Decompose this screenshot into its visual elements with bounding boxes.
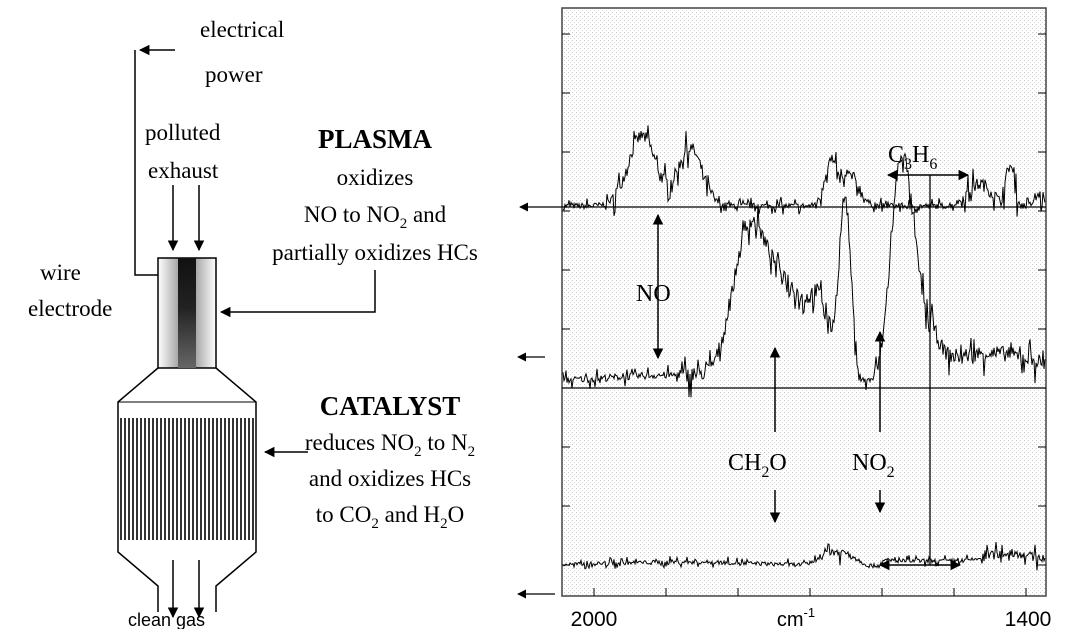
x-ticks [593, 588, 1027, 596]
plasma-callout-line [265, 270, 376, 313]
reactor-schematic: electrical power polluted exhaust wire e… [28, 17, 376, 629]
label-no: NO [636, 281, 671, 307]
exhaust-label-1: polluted [145, 120, 221, 145]
spectrum-trace-middle [562, 152, 1046, 398]
spectra-panel: C3H6 NO CH2O NO2 2000 1400 cm-1 [517, 7, 1052, 629]
plasma-line-3: partially oxidizes HCs [272, 240, 478, 265]
exhaust-label-2: exhaust [148, 158, 219, 183]
label-no2: NO2 [852, 450, 895, 481]
process-descriptions: PLASMA oxidizes NO to NO2 and partially … [272, 124, 478, 532]
catalyst-line-1: reduces NO2 to N2 [305, 430, 475, 460]
wire-label-2: electrode [28, 296, 112, 321]
plasma-line-2: NO to NO2 and [304, 202, 447, 232]
spectra-background [561, 7, 1047, 597]
power-label-2: power [205, 62, 263, 87]
wire-label-1: wire [40, 260, 81, 285]
plasma-title: PLASMA [318, 124, 433, 154]
catalyst-line-3: to CO2 and H2O [316, 502, 465, 532]
plasma-line-1: oxidizes [337, 165, 414, 190]
x-axis-unit: cm-1 [777, 605, 815, 629]
power-label-1: electrical [200, 17, 284, 42]
label-c3h6: C3H6 [888, 142, 937, 173]
catalyst-housing [117, 367, 257, 612]
x-tick-1400: 1400 [1005, 608, 1052, 629]
catalyst-title: CATALYST [320, 391, 461, 421]
spectrum-trace-bottom [562, 542, 1046, 571]
clean-gas-label: clean gas [128, 610, 205, 629]
spectrum-trace-top [562, 125, 1046, 217]
wire-electrode [178, 258, 196, 368]
y-ticks [562, 33, 1046, 566]
x-tick-2000: 2000 [571, 608, 618, 629]
catalyst-monolith [120, 418, 254, 540]
label-ch2o: CH2O [728, 450, 787, 481]
catalyst-line-2: and oxidizes HCs [309, 466, 471, 491]
